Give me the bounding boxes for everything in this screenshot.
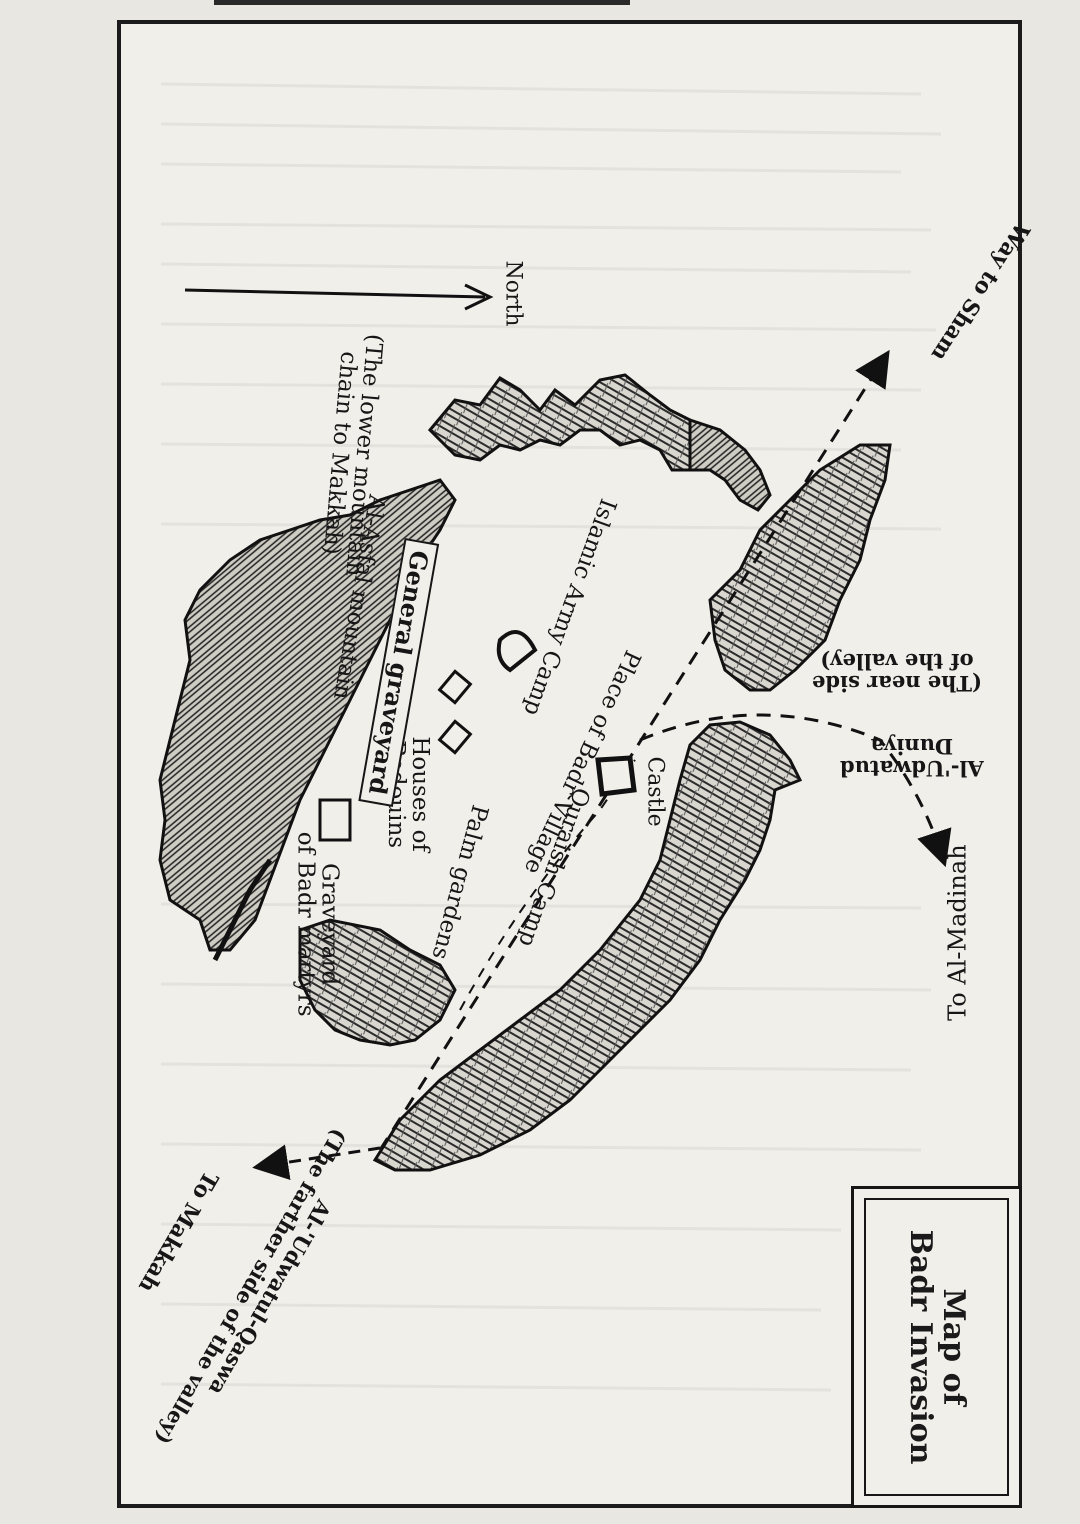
map-title: Map of Badr Invasion <box>902 1229 971 1465</box>
north-arrowhead-icon <box>464 283 494 311</box>
north-ridge <box>427 373 772 512</box>
martyrs-graveyard-icon <box>318 798 352 842</box>
top-rule <box>214 0 630 5</box>
inner-ridge <box>298 918 457 1047</box>
north-label: North <box>500 260 526 327</box>
near-side-ridge <box>708 443 892 692</box>
north-arrow <box>184 288 486 299</box>
to-madinah-label: To Al-Madinah <box>943 844 972 1021</box>
islamic-army-camp-icon <box>496 630 538 673</box>
map-title-inner-frame: Map of Badr Invasion <box>864 1198 1009 1496</box>
bedouin-house-icon <box>437 669 473 705</box>
bleed-through-text <box>160 82 942 1392</box>
map-title-line2: Badr Invasion <box>902 1229 938 1465</box>
map-title-box: Map of Badr Invasion <box>851 1186 1022 1508</box>
castle-icon <box>595 755 637 797</box>
udwatud-duniya-label: Al-'Udwatud Duniya <box>840 734 984 782</box>
near-side-label: (The near side of the valley) <box>812 649 982 697</box>
route-quraish <box>459 759 636 1011</box>
graveyard-martyrs-label: Graveyard of Badr martyrs <box>292 831 343 1017</box>
castle-label: Castle <box>642 756 668 827</box>
southern-ridge <box>372 720 803 1172</box>
bedouin-house-icon <box>437 719 473 755</box>
map-title-line1: Map of <box>935 1288 971 1406</box>
lower-chain-strip <box>212 858 273 962</box>
